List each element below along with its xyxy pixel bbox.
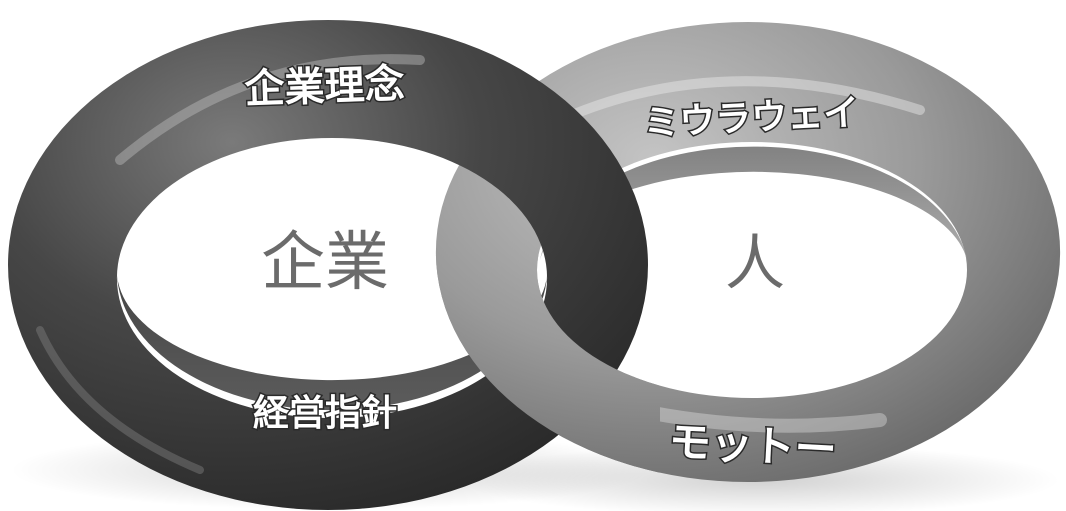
left-ring-bottom-label: 経営指針 bbox=[253, 393, 397, 434]
right-ring-bottom-label: モットー bbox=[668, 417, 838, 475]
right-ring-center-label: 人 bbox=[725, 229, 785, 299]
left-ring-center-label: 企業 bbox=[261, 226, 389, 300]
left-ring bbox=[8, 20, 648, 510]
left-ring-top-label: 企業理念 bbox=[244, 61, 406, 113]
right-ring-overlap bbox=[436, 255, 660, 473]
